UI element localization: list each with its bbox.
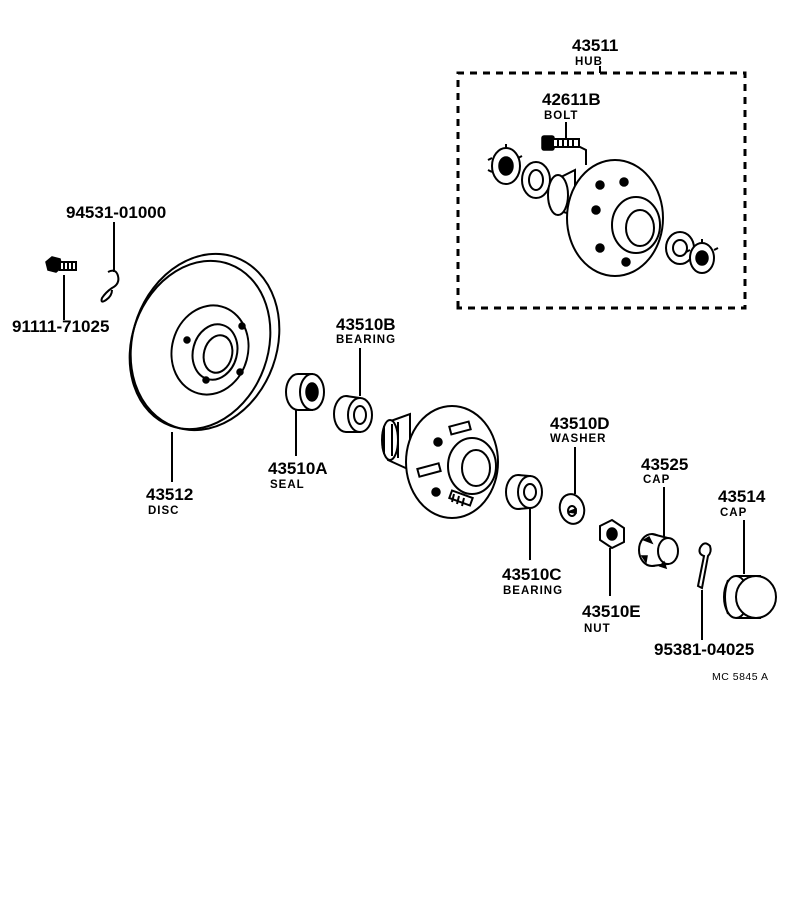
- nut-drawing: [599, 518, 625, 550]
- seal-callout: 43510A SEAL: [268, 373, 328, 491]
- hub-group-dashed-frame: [456, 71, 747, 310]
- cotter-pin-drawing: [696, 542, 712, 590]
- washer-drawing: [558, 493, 586, 525]
- bearing-outer-drawing: [333, 395, 373, 433]
- hub-castle-nut-left: [487, 144, 523, 185]
- clip-drawing: [100, 269, 120, 303]
- disc-name-label: DISC: [148, 505, 179, 517]
- washer-name-label: WASHER: [550, 433, 606, 445]
- screw-part-number: 91111-71025: [12, 317, 109, 336]
- hub-bolt-name-label: BOLT: [544, 110, 578, 122]
- screw-drawing: [45, 256, 77, 273]
- washer-callout: 43510D WASHER: [550, 414, 610, 525]
- hub-part-number: 43511: [572, 36, 618, 55]
- bearing-inner-name-label: BEARING: [503, 585, 563, 597]
- wheel-stud-2: [416, 462, 442, 478]
- cotter-pin-part-number: 95381-04025: [654, 640, 754, 659]
- bearing-outer-part-number: 43510B: [336, 315, 396, 334]
- cap-nut-callout: 43525 CAP: [638, 455, 688, 570]
- bearing-outer-name-label: BEARING: [336, 334, 396, 346]
- central-hub-drawing: [381, 405, 499, 519]
- hub-bolt-part-number: 42611B: [542, 90, 601, 109]
- clip-part-number: 94531-01000: [66, 203, 166, 222]
- screw-callout: 91111-71025: [12, 256, 109, 336]
- grease-cap-part-number: 43514: [718, 487, 766, 506]
- disc-part-number: 43512: [146, 485, 193, 504]
- wheel-stud-1: [448, 420, 472, 436]
- hub-bolt-drawing: [541, 135, 580, 151]
- bearing-outer-callout: 43510B BEARING: [333, 315, 396, 433]
- seal-drawing: [285, 373, 325, 411]
- grease-cap-callout: 43514 CAP: [718, 487, 777, 619]
- drawing-reference: MC 5845 A: [712, 671, 768, 683]
- washer-part-number: 43510D: [550, 414, 610, 433]
- nut-part-number: 43510E: [582, 602, 641, 621]
- bearing-inner-drawing: [505, 474, 543, 510]
- hub-bearing-right: [665, 231, 695, 265]
- grease-cap-drawing: [723, 575, 777, 619]
- cap-nut-part-number: 43525: [641, 455, 688, 474]
- hub-bearing-left: [521, 161, 551, 199]
- hub-name-label: HUB: [575, 56, 603, 68]
- disc-callout: 43512 DISC: [128, 252, 281, 517]
- cotter-pin-callout: 95381-04025: [654, 542, 754, 659]
- grease-cap-name-label: CAP: [720, 507, 747, 519]
- hub-castle-nut-right: [685, 239, 719, 274]
- cap-nut-drawing: [638, 533, 679, 570]
- hub-assembly-group: 43511 HUB 42611B BOLT: [456, 36, 747, 310]
- clip-callout: 94531-01000: [66, 203, 166, 303]
- bearing-inner-part-number: 43510C: [502, 565, 562, 584]
- cap-nut-name-label: CAP: [643, 474, 670, 486]
- nut-name-label: NUT: [584, 623, 611, 635]
- bearing-inner-callout: 43510C BEARING: [502, 474, 563, 597]
- seal-part-number: 43510A: [268, 459, 328, 478]
- seal-name-label: SEAL: [270, 479, 305, 491]
- disc-drawing: [128, 252, 281, 432]
- wheel-stud-3: [448, 489, 474, 507]
- nut-callout: 43510E NUT: [582, 518, 641, 635]
- hub-body-drawing: [547, 159, 664, 277]
